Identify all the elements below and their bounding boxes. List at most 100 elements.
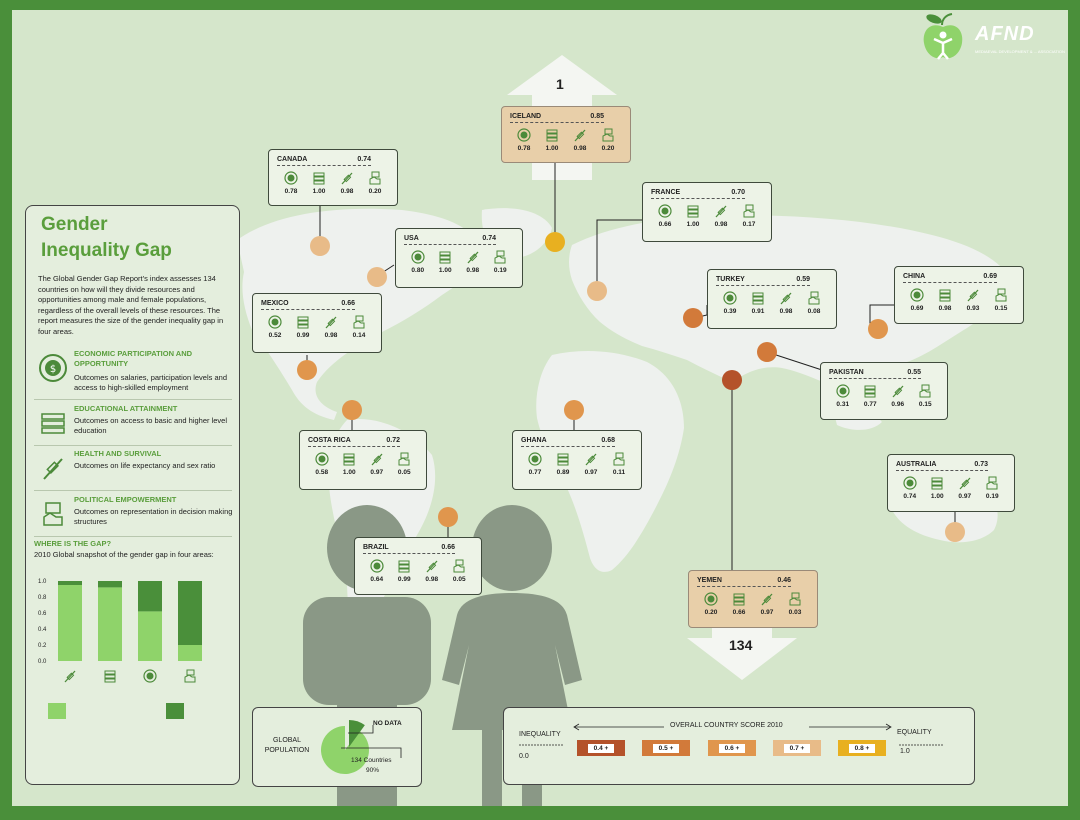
area-economic-text: Outcomes on salaries, participation leve… [74,373,227,392]
area-value: 0.08 [807,308,821,315]
score-bin-08-label: 0.8 + [848,743,876,753]
area-value: 0.98 [324,332,338,339]
bar-health-icon-series-0 [58,585,82,661]
divider [34,536,232,537]
area-education: EDUCATIONAL ATTAINMENT Outcomes on acces… [34,404,234,446]
country-name: GHANA [521,437,547,444]
bar-economy-icon-series-0 [138,611,162,661]
health-icon [965,288,981,302]
country-score: 0.46 [777,577,791,584]
population-pie [321,720,369,774]
country-score: 0.55 [907,369,921,376]
area-health-text: Outcomes on life expectancy and sex rati… [74,461,216,470]
health-icon [64,670,76,683]
coverage-percent-label: 90% [366,767,380,774]
y-tick-label: 0.2 [38,643,47,649]
divider [34,490,232,491]
population-label: GLOBAL POPULATION [264,737,310,754]
dot-china [868,319,888,339]
gap-chart-title: WHERE IS THE GAP? [34,539,112,548]
area-value: 0.80 [411,267,425,274]
area-value: 0.99 [397,576,411,583]
panel-title: Gender Inequality Gap [41,212,172,264]
score-bin-05-label: 0.5 + [652,743,680,753]
economy-icon [527,452,543,466]
rank-top-label: 1 [556,76,564,92]
country-score: 0.72 [386,437,400,444]
y-tick-label: 0.0 [38,659,47,665]
y-tick-label: 0.4 [38,627,47,633]
card-icons [829,384,939,398]
area-value: 0.98 [425,576,439,583]
area-value: 0.19 [985,493,999,500]
area-economic-title: ECONOMIC PARTICIPATION AND OPPORTUNITY [74,349,193,368]
bar-economy-icon-series-1 [138,581,162,612]
area-value: 0.97 [370,469,384,476]
equality-label: EQUALITY [897,729,932,736]
dot-ghana [564,400,584,420]
health-icon [369,452,385,466]
economy-icon [314,452,330,466]
y-tick-label: 1.0 [38,579,47,585]
economy-icon [835,384,851,398]
country-score: 0.66 [341,300,355,307]
health-icon [339,171,355,185]
economy-icon [657,204,673,218]
education-icon [731,592,747,606]
area-value: 0.98 [340,188,354,195]
dot-australia [945,522,965,542]
country-name: CHINA [903,273,926,280]
politics-icon [351,315,367,329]
card-icons [521,452,633,466]
area-value: 0.19 [493,267,507,274]
education-icon [38,408,68,438]
economy-icon: $ [38,353,68,383]
education-icon [555,452,571,466]
card-icons [697,592,809,606]
bar-politics-icon-series-0 [178,645,202,661]
panel-title-line2: Inequality Gap [41,240,172,261]
health-icon [957,476,973,490]
score-bin-04: 0.4 + [577,740,625,756]
country-name: BRAZIL [363,544,389,551]
area-value: 0.15 [994,305,1008,312]
score-bin-07: 0.7 + [773,740,821,756]
area-value: 0.98 [573,145,587,152]
area-health-title: HEALTH AND SURVIVAL [74,449,162,458]
country-name: MEXICO [261,300,289,307]
y-tick-label: 0.8 [38,595,47,601]
area-value: 0.03 [788,609,802,616]
health-icon [424,559,440,573]
education-icon [396,559,412,573]
country-score: 0.66 [441,544,455,551]
gap-bar-chart: 1.00.80.60.40.20.0 [38,579,202,683]
card-icons [896,476,1006,490]
area-value: 0.99 [296,332,310,339]
economy-icon [267,315,283,329]
country-name: COSTA RICA [308,437,351,444]
politics-icon [611,452,627,466]
score-bin-08: 0.8 + [838,740,886,756]
area-value: 0.98 [938,305,952,312]
area-value: 1.00 [930,493,944,500]
score-bin-06: 0.6 + [708,740,756,756]
area-value: 0.05 [397,469,411,476]
area-value: 0.97 [760,609,774,616]
health-icon [890,384,906,398]
score-bin-04-label: 0.4 + [587,743,615,753]
education-icon [104,670,116,683]
